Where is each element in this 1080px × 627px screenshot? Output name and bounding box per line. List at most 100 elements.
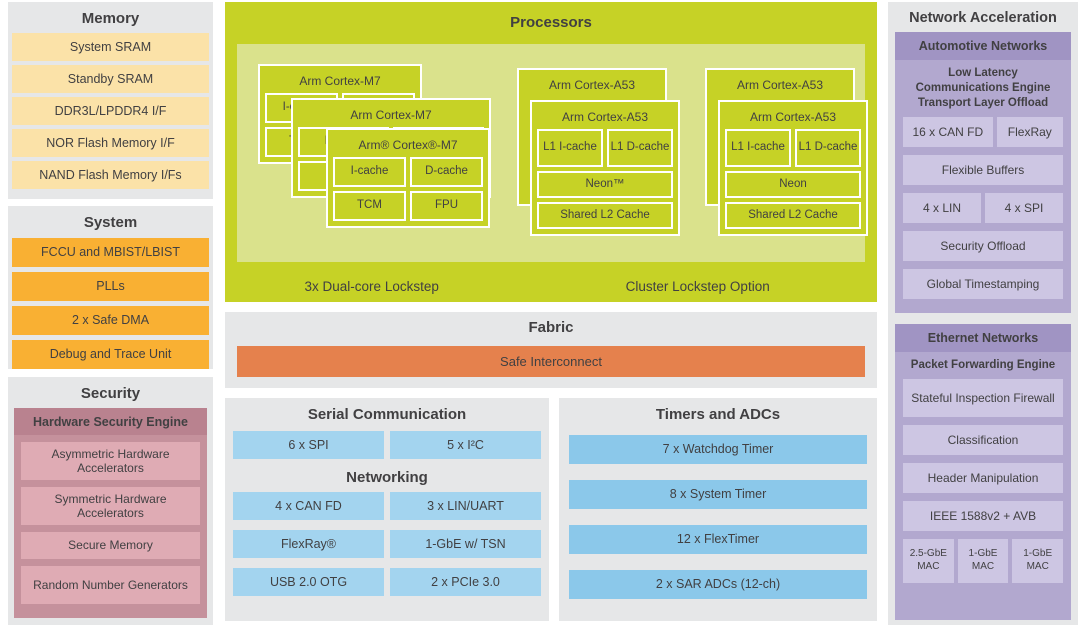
serial-title: Serial Communication: [307, 406, 467, 423]
networking-item-flexray: FlexRay®: [233, 530, 384, 558]
a53-neon-cell: Neon: [725, 171, 861, 198]
ethernet-mac-1gbe-a: 1-GbE MAC: [957, 538, 1009, 583]
memory-list: System SRAM Standby SRAM DDR3L/LPDDR4 I/…: [8, 27, 213, 189]
serial-row-1: 6 x SPI 5 x I²C: [233, 431, 541, 459]
a53-back-title: Arm Cortex-A53: [548, 78, 636, 92]
automotive-item-security-offload: Security Offload: [903, 230, 1063, 261]
networking-row-2: FlexRay® 1-GbE w/ TSN: [233, 530, 541, 558]
serial-item-spi: 6 x SPI: [233, 431, 384, 459]
processors-panel: Arm Cortex-M7 I-cache D-cache TCM FPU Ar…: [237, 44, 868, 262]
networking-item-canfd: 4 x CAN FD: [233, 492, 384, 520]
a53-l1-dcache-cell: L1 D-cache: [795, 129, 861, 167]
automotive-item-spi: 4 x SPI: [985, 192, 1063, 223]
processors-captions: 3x Dual-core Lockstep Cluster Lockstep O…: [225, 279, 877, 294]
system-item-debug-trace: Debug and Trace Unit: [12, 340, 209, 369]
hse-header: Hardware Security Engine: [14, 408, 207, 435]
networking-item-lin-uart: 3 x LIN/UART: [390, 492, 541, 520]
a53-back-title: Arm Cortex-A53: [736, 78, 824, 92]
system-section: System FCCU and MBIST/LBIST PLLs 2 x Saf…: [8, 206, 213, 369]
m7-tcm-cell: TCM: [333, 191, 406, 221]
ethernet-item-classification: Classification: [903, 424, 1063, 455]
hse-item-secure-memory: Secure Memory: [21, 532, 200, 559]
timers-title: Timers and ADCs: [655, 406, 781, 423]
system-title: System: [83, 214, 138, 231]
timers-item-watchdog: 7 x Watchdog Timer: [569, 435, 867, 464]
fabric-title: Fabric: [528, 319, 574, 336]
networking-item-pcie: 2 x PCIe 3.0: [390, 568, 541, 596]
timers-adcs-section: Timers and ADCs 7 x Watchdog Timer 8 x S…: [559, 398, 877, 621]
networking-item-gbe-tsn: 1-GbE w/ TSN: [390, 530, 541, 558]
timers-item-sar-adc: 2 x SAR ADCs (12-ch): [569, 570, 867, 599]
memory-title: Memory: [81, 10, 140, 27]
ethernet-mac-1gbe-b: 1-GbE MAC: [1012, 538, 1064, 583]
packet-forwarding-engine-label: Packet Forwarding Engine: [910, 359, 1056, 371]
hse-list: Asymmetric Hardware Accelerators Symmetr…: [14, 435, 207, 611]
a53-lower-cells: Neon™ Shared L2 Cache: [537, 171, 673, 229]
low-latency-engine-label: Low Latency Communications Engine Transp…: [915, 67, 1051, 109]
networking-item-usb-otg: USB 2.0 OTG: [233, 568, 384, 596]
system-list: FCCU and MBIST/LBIST PLLs 2 x Safe DMA D…: [8, 231, 213, 369]
network-acceleration-title: Network Acceleration: [909, 10, 1057, 26]
memory-item-ddr-if: DDR3L/LPDDR4 I/F: [12, 97, 209, 125]
memory-item-system-sram: System SRAM: [12, 33, 209, 61]
a53-card-front: Arm Cortex-A53 L1 I-cache L1 D-cache Neo…: [718, 100, 868, 236]
timers-item-flextimer: 12 x FlexTimer: [569, 525, 867, 554]
cortex-m7-front-grid: I-cache D-cache TCM FPU: [333, 157, 483, 221]
serial-communication-section: Serial Communication 6 x SPI 5 x I²C Net…: [225, 398, 549, 621]
security-title: Security: [80, 385, 141, 402]
cortex-a53-cluster-1: Arm Cortex-A53 Arm Cortex-A53 L1 I-cache…: [517, 68, 687, 248]
cortex-a53-cluster-2: Arm Cortex-A53 Arm Cortex-A53 L1 I-cache…: [705, 68, 875, 248]
a53-l1-icache-cell: L1 I-cache: [537, 129, 603, 167]
ethernet-item-header-manipulation: Header Manipulation: [903, 462, 1063, 493]
hse-item-symmetric: Symmetric Hardware Accelerators: [21, 487, 200, 525]
cortex-m7-front-title: Arm® Cortex®-M7: [358, 138, 458, 152]
cortex-m7-card-front: Arm® Cortex®-M7 I-cache D-cache TCM FPU: [326, 128, 490, 228]
system-item-plls: PLLs: [12, 272, 209, 301]
serial-inner: 6 x SPI 5 x I²C Networking 4 x CAN FD 3 …: [225, 431, 549, 596]
m7-dcache-cell: D-cache: [410, 157, 483, 187]
cortex-m7-back-title: Arm Cortex-M7: [299, 74, 381, 88]
m7-icache-cell: I-cache: [333, 157, 406, 187]
memory-section: Memory System SRAM Standby SRAM DDR3L/LP…: [8, 2, 213, 199]
a53-front-title: Arm Cortex-A53: [749, 110, 837, 124]
automotive-item-canfd: 16 x CAN FD: [903, 116, 993, 147]
automotive-networks-block: Automotive Networks Low Latency Communic…: [895, 32, 1071, 313]
security-section: Security Hardware Security Engine Asymme…: [8, 377, 213, 625]
m7-lockstep-caption: 3x Dual-core Lockstep: [304, 279, 439, 294]
a53-l2-cell: Shared L2 Cache: [537, 202, 673, 229]
a53-l1-dcache-cell: L1 D-cache: [607, 129, 673, 167]
a53-l1-icache-cell: L1 I-cache: [725, 129, 791, 167]
fabric-section: Fabric Safe Interconnect: [225, 312, 877, 388]
automotive-item-flexray: FlexRay: [996, 116, 1063, 147]
hse-item-asymmetric: Asymmetric Hardware Accelerators: [21, 442, 200, 480]
system-item-fccu: FCCU and MBIST/LBIST: [12, 238, 209, 267]
automotive-item-global-timestamping: Global Timestamping: [903, 268, 1063, 299]
timers-list: 7 x Watchdog Timer 8 x System Timer 12 x…: [559, 435, 877, 599]
networking-title: Networking: [346, 469, 428, 486]
a53-l1-grid: L1 I-cache L1 D-cache: [537, 129, 673, 167]
automotive-item-buffers: Flexible Buffers: [903, 154, 1063, 185]
automotive-item-lin: 4 x LIN: [903, 192, 981, 223]
serial-item-i2c: 5 x I²C: [390, 431, 541, 459]
ethernet-mac-row: 2.5-GbE MAC 1-GbE MAC 1-GbE MAC: [903, 538, 1064, 583]
a53-front-title: Arm Cortex-A53: [561, 110, 649, 124]
automotive-pair-1: 16 x CAN FD FlexRay: [903, 116, 1063, 147]
ethernet-items: Stateful Inspection Firewall Classificat…: [895, 378, 1071, 591]
a53-card-front: Arm Cortex-A53 L1 I-cache L1 D-cache Neo…: [530, 100, 680, 236]
cortex-m7-stack: Arm Cortex-M7 I-cache D-cache TCM FPU Ar…: [258, 64, 518, 239]
ethernet-networks-header: Ethernet Networks: [895, 324, 1071, 352]
network-acceleration-section: Network Acceleration Automotive Networks…: [888, 2, 1078, 625]
a53-lockstep-caption: Cluster Lockstep Option: [625, 279, 770, 294]
hse-item-rng: Random Number Generators: [21, 566, 200, 604]
processors-title: Processors: [510, 14, 592, 31]
m7-fpu-cell: FPU: [410, 191, 483, 221]
system-item-safe-dma: 2 x Safe DMA: [12, 306, 209, 335]
automotive-networks-header: Automotive Networks: [895, 32, 1071, 60]
ethernet-item-ieee1588: IEEE 1588v2 + AVB: [903, 500, 1063, 531]
networking-row-3: USB 2.0 OTG 2 x PCIe 3.0: [233, 568, 541, 596]
safe-interconnect-bar: Safe Interconnect: [237, 346, 865, 377]
a53-neon-cell: Neon™: [537, 171, 673, 198]
timers-item-system-timer: 8 x System Timer: [569, 480, 867, 509]
a53-l1-grid: L1 I-cache L1 D-cache: [725, 129, 861, 167]
automotive-items: 16 x CAN FD FlexRay Flexible Buffers 4 x…: [895, 116, 1071, 307]
